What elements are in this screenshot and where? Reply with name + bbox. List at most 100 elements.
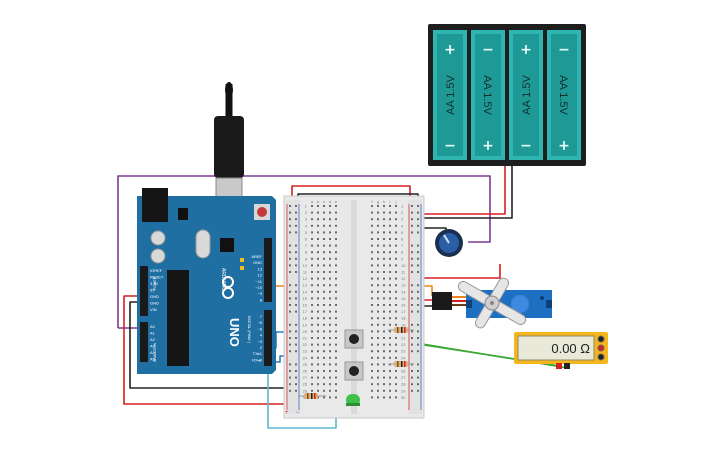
digital-pin-label: 12 — [258, 273, 263, 278]
resistor-3[interactable] — [298, 393, 326, 399]
breadboard-column-label: h — [383, 199, 385, 204]
servo-hole — [540, 296, 544, 300]
breadboard-row-number: 7 — [401, 243, 404, 248]
breadboard-row-number: 8 — [401, 250, 404, 255]
breadboard-column-label: d — [329, 199, 331, 204]
digital-label: DIGITAL (PWM~) — [247, 316, 251, 343]
breadboard-row-number: 20 — [303, 329, 308, 334]
breadboard-row-number: 18 — [401, 316, 406, 321]
breadboard-row-number: 21 — [303, 336, 308, 341]
digital-pin-label: 7 — [260, 314, 263, 319]
breadboard-row-number: 11 — [303, 270, 308, 275]
battery-cell-label: AA 1.5V — [521, 74, 533, 114]
battery-cell: +−AA 1.5V — [433, 30, 467, 160]
servo-tab-right — [546, 300, 552, 308]
power-pin-label: RESET — [150, 275, 164, 280]
breadboard-row-number: 24 — [401, 355, 406, 360]
analog-pin-label: A2 — [150, 337, 156, 342]
power-pin-label: VIN — [150, 307, 157, 312]
multimeter-port-3[interactable] — [597, 353, 605, 361]
wire-battery-black[interactable] — [418, 166, 513, 219]
breadboard-row-number: 28 — [401, 382, 406, 387]
digital-pin-label: ~5 — [257, 326, 262, 331]
digital-pin-label: GND — [253, 260, 262, 265]
breadboard-row-number: 24 — [303, 355, 308, 360]
wire-red-5v[interactable] — [123, 295, 290, 405]
wire-purple-loop[interactable] — [117, 175, 491, 328]
digital-pin-label: TX▸1 — [253, 351, 263, 356]
breadboard-row-number: 17 — [401, 309, 406, 314]
breadboard-row-number: 11 — [401, 270, 406, 275]
battery-cell-bottom-sign: + — [558, 138, 570, 154]
analog-pin-label: A5 — [150, 357, 156, 362]
push-button-2[interactable] — [344, 361, 364, 381]
resistor-1[interactable] — [388, 327, 414, 333]
power-pin-label: IOREF — [150, 268, 163, 273]
breadboard-row-number: 22 — [401, 342, 406, 347]
breadboard-rail-right — [408, 200, 422, 414]
breadboard-row-number: 2 — [305, 210, 308, 215]
board-led — [240, 266, 244, 270]
breadboard-rail-left — [286, 200, 300, 414]
breadboard-row-number: 27 — [303, 375, 308, 380]
breadboard-row-number: 29 — [303, 388, 308, 393]
board-led — [240, 258, 244, 262]
breadboard-row-number: 12 — [303, 276, 308, 281]
breadboard-column-label: j — [395, 199, 397, 204]
power-pin-label: 5V — [150, 288, 155, 293]
potentiometer[interactable] — [435, 229, 463, 257]
breadboard-row-number: 5 — [305, 230, 308, 235]
digital-pin-label: AREF — [251, 254, 262, 259]
breadboard-column-label: e — [335, 199, 338, 204]
breadboard-row-number: 19 — [401, 322, 406, 327]
servo-horn — [457, 277, 527, 329]
analog-pin-label: A3 — [150, 344, 156, 349]
power-pin-label: GND — [150, 294, 159, 299]
rail-minus-label: − — [296, 410, 300, 416]
capacitor-2 — [150, 248, 166, 264]
analog-pin-label: A0 — [150, 324, 156, 329]
breadboard-row-number: 14 — [303, 289, 308, 294]
breadboard-row-number: 14 — [401, 289, 406, 294]
breadboard-row-number: 26 — [401, 369, 406, 374]
wire-battery-red[interactable] — [420, 166, 506, 215]
breadboard-row-number: 15 — [401, 296, 406, 301]
battery-cell-top-sign: − — [558, 42, 570, 58]
breadboard-row-number: 17 — [303, 309, 308, 314]
breadboard-center-channel — [351, 200, 357, 414]
breadboard-row-number: 29 — [401, 388, 406, 393]
usb-cable-tip — [225, 82, 233, 98]
digital-pin-label: ~11 — [256, 279, 263, 284]
multimeter-port-1[interactable] — [597, 335, 605, 343]
header-power — [140, 266, 148, 316]
breadboard-row-number: 26 — [303, 369, 308, 374]
header-top — [264, 238, 272, 302]
atmega-chip — [167, 270, 189, 366]
battery-pack[interactable]: +−AA 1.5V−+AA 1.5V+−AA 1.5V−+AA 1.5V — [428, 24, 586, 166]
battery-cell-bottom-sign: − — [444, 138, 456, 154]
battery-cell-label: AA 1.5V — [481, 75, 493, 115]
push-button-1[interactable] — [344, 329, 364, 349]
breadboard-row-number: 28 — [303, 382, 308, 387]
led-green[interactable] — [346, 394, 360, 406]
servo-motor[interactable] — [432, 260, 552, 346]
arduino-logo — [222, 276, 234, 299]
battery-cell-top-sign: + — [444, 42, 456, 58]
resistor-2[interactable] — [388, 361, 414, 367]
battery-cell-bottom-sign: − — [520, 138, 532, 154]
digital-pin-label: ~6 — [257, 320, 262, 325]
multimeter[interactable]: 0.00 Ω — [514, 332, 608, 369]
arduino-uno[interactable]: ARDUINO UNO POWER ANALOG IN DIGITAL (PWM… — [137, 82, 276, 374]
breadboard-column-label: a — [311, 199, 314, 204]
breadboard-row-number: 4 — [401, 223, 404, 228]
breadboard-row-number: 23 — [401, 349, 406, 354]
breadboard-row-number: 1 — [401, 204, 404, 209]
breadboard-row-number: 15 — [303, 296, 308, 301]
digital-pin-label: ~9 — [257, 291, 262, 296]
analog-pin-label: A4 — [150, 350, 156, 355]
multimeter-port-2[interactable] — [597, 344, 605, 352]
